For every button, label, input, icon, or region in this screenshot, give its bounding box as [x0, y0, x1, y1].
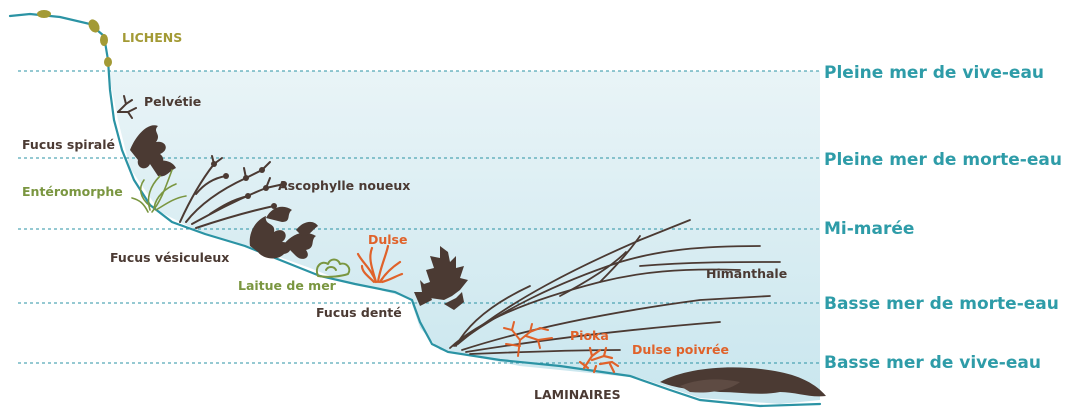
tide-label-mi-maree: Mi-marée	[824, 219, 914, 239]
label-laminaires: LAMINAIRES	[534, 387, 621, 402]
tide-label-pleine-mer-morte-eau: Pleine mer de morte-eau	[824, 150, 1062, 170]
tide-label-basse-mer-morte-eau: Basse mer de morte-eau	[824, 294, 1059, 314]
label-enteromorphe: Entéromorphe	[22, 184, 123, 199]
lichens-illustration	[37, 10, 112, 67]
tide-label-pleine-mer-vive-eau: Pleine mer de vive-eau	[824, 63, 1044, 83]
label-dulse-poivree: Dulse poivrée	[632, 342, 729, 357]
tide-labels: Pleine mer de vive-eau Pleine mer de mor…	[824, 63, 1062, 373]
label-laitue-de-mer: Laitue de mer	[238, 278, 337, 293]
label-fucus-vesiculeux: Fucus vésiculeux	[110, 250, 229, 265]
label-fucus-spirale: Fucus spiralé	[22, 137, 115, 152]
label-fucus-dente: Fucus denté	[316, 305, 402, 320]
label-ascophylle: Ascophylle noueux	[278, 178, 410, 193]
label-dulse: Dulse	[368, 232, 407, 247]
label-pelvetie: Pelvétie	[144, 94, 201, 109]
label-pioka: Pioka	[570, 328, 609, 343]
tide-label-basse-mer-vive-eau: Basse mer de vive-eau	[824, 353, 1041, 373]
label-himanthale: Himanthale	[706, 266, 787, 281]
label-lichens: LICHENS	[122, 30, 182, 45]
